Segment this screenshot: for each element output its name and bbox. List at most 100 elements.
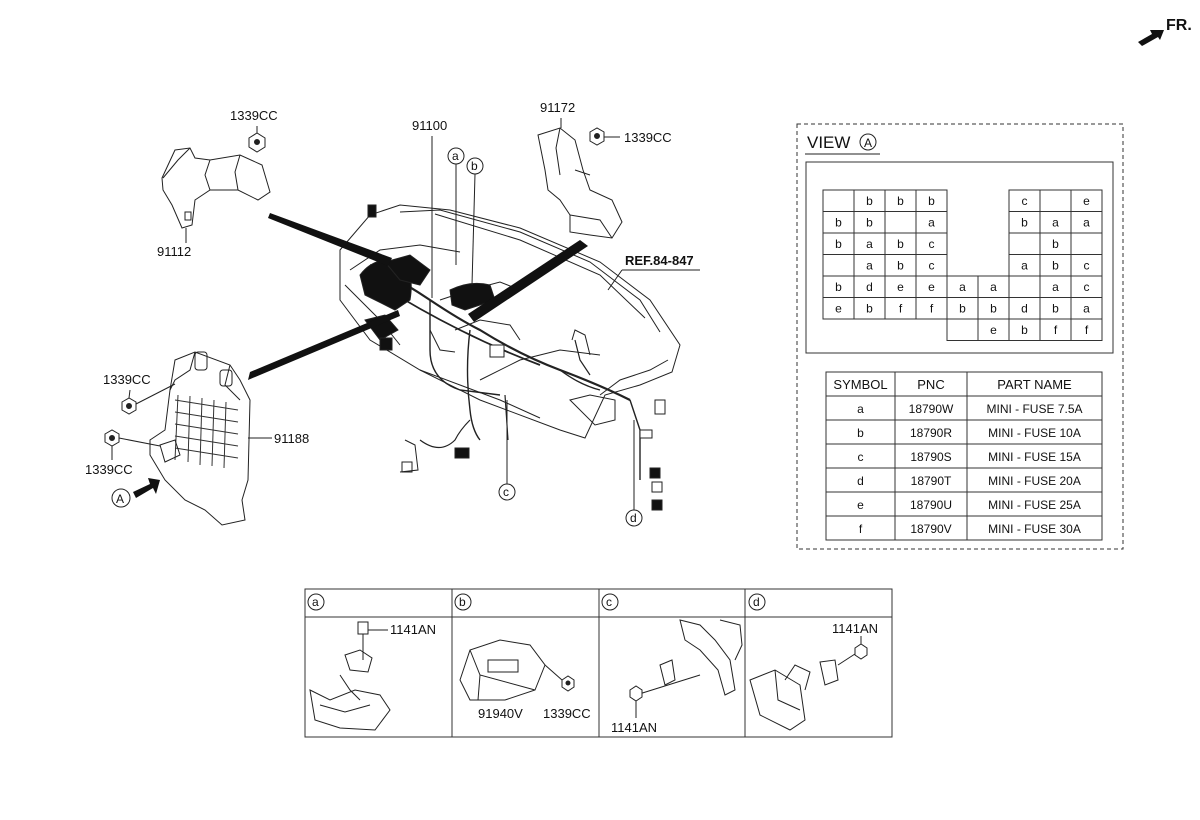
fuse-slot-label: b (835, 215, 842, 229)
fuse-slot-label: f (930, 301, 934, 315)
table-cell-text: f (859, 522, 863, 536)
fuse-slot-label: b (835, 237, 842, 251)
fuse-slot-label: c (1084, 258, 1090, 272)
fuse-slot-label: e (897, 280, 904, 294)
detail-d-drawing (749, 636, 868, 731)
table-cell-text: 18790V (910, 522, 951, 536)
table-cell (825, 491, 896, 517)
view-a-arrow: A (111, 478, 160, 508)
table-cell (825, 419, 896, 445)
table-cell (966, 395, 1103, 421)
fuse-slot (1070, 232, 1103, 255)
table-header: PNC (917, 377, 944, 392)
nut-top-left (248, 126, 266, 153)
table-cell (894, 515, 968, 541)
svg-text:b: b (459, 595, 466, 609)
label-nut-mid-left-1: 1339CC (103, 372, 151, 387)
table-cell-text: MINI - FUSE 25A (988, 498, 1081, 512)
table-cell-text: MINI - FUSE 15A (988, 450, 1081, 464)
detail-d-header: d (748, 593, 766, 611)
fuse-slot-label: a (1021, 258, 1028, 272)
fuse-slot-label: a (866, 237, 873, 251)
fuse-slot (822, 189, 855, 212)
dashboard-wiring-assembly (339, 204, 681, 511)
detail-a-header: a (307, 593, 325, 611)
fuse-slot-label: b (1021, 215, 1028, 229)
table-cell (966, 419, 1103, 445)
detail-c-header: c (601, 593, 619, 611)
fuse-slot-label: a (928, 215, 935, 229)
fuse-slot (1039, 189, 1072, 212)
label-91100: 91100 (412, 118, 447, 133)
fuse-slot-label: a (866, 258, 873, 272)
svg-text:A: A (116, 492, 124, 506)
table-cell-text: 18790T (911, 474, 952, 488)
detail-b-label-2: 1339CC (543, 706, 591, 721)
detail-a-label: 1141AN (390, 622, 436, 637)
table-cell (894, 491, 968, 517)
pointer-bands (248, 213, 588, 380)
fuse-slot-label: a (959, 280, 966, 294)
table-cell-text: 18790R (910, 426, 952, 440)
table-cell-text: 18790U (910, 498, 952, 512)
table-header: PART NAME (997, 377, 1072, 392)
callout-d-main: d (625, 420, 643, 527)
part-91188-junction-box (149, 351, 272, 526)
fuse-slot (884, 211, 917, 234)
table-cell-text: MINI - FUSE 7.5A (986, 402, 1082, 416)
detail-b-label-1: 91940V (478, 706, 523, 721)
fuse-slot-label: d (866, 280, 873, 294)
callout-c-main: c (498, 400, 516, 501)
svg-text:c: c (503, 485, 509, 499)
fuse-slot-label: b (835, 280, 842, 294)
table-cell (894, 443, 968, 469)
fuse-slot-label: f (899, 301, 903, 315)
table-cell-text: MINI - FUSE 20A (988, 474, 1081, 488)
label-nut-top-left: 1339CC (230, 108, 278, 123)
svg-text:a: a (312, 595, 319, 609)
fuse-slot-label: b (928, 194, 935, 208)
fuse-slot-label: b (866, 215, 873, 229)
fuse-slot-label: f (1085, 323, 1089, 337)
view-symbol: A (864, 136, 872, 150)
parts-table: SYMBOL PNC PART NAME a 18790W MINI - FUSE 7.5… (825, 371, 1103, 541)
view-direction-arrow-icon (133, 478, 160, 498)
fuse-slot-label: a (1083, 301, 1090, 315)
fuse-slot-label: b (1052, 237, 1059, 251)
table-cell-text: MINI - FUSE 10A (988, 426, 1081, 440)
svg-text:a: a (452, 149, 459, 163)
callout-a-main: a (447, 147, 465, 265)
table-header-cell (894, 371, 968, 397)
front-direction-indicator: FR. (1138, 17, 1192, 46)
table-cell-text: 18790S (910, 450, 951, 464)
fuse-slot (1008, 275, 1041, 298)
fuse-slot-label: b (866, 301, 873, 315)
table-cell-text: a (857, 402, 864, 416)
fuse-slot-label: e (928, 280, 935, 294)
label-91172: 91172 (540, 100, 575, 115)
label-nut-top-right: 1339CC (624, 130, 672, 145)
fuse-slot-label: a (990, 280, 997, 294)
fuse-slot-label: a (1083, 215, 1090, 229)
fuse-slot (1008, 232, 1041, 255)
nut-mid-left-1 (121, 383, 176, 415)
label-nut-mid-left-2: 1339CC (85, 462, 133, 477)
table-cell-text: b (857, 426, 864, 440)
fuse-slot-label: b (1052, 258, 1059, 272)
fuse-slot-label: b (866, 194, 873, 208)
table-header: SYMBOL (833, 377, 887, 392)
front-label: FR. (1166, 17, 1192, 34)
fuse-slot-label: c (1022, 194, 1028, 208)
fuse-slot (946, 318, 979, 341)
detail-b-drawing (459, 639, 575, 701)
fuse-slot-label: b (897, 237, 904, 251)
detail-c-drawing (629, 619, 743, 718)
fuse-slot-label: b (1052, 301, 1059, 315)
fuse-slot-label: e (990, 323, 997, 337)
table-cell-text: 18790W (909, 402, 954, 416)
detail-panels: a b c d 1141AN (304, 588, 893, 738)
table-cell (894, 395, 968, 421)
table-cell (966, 515, 1103, 541)
